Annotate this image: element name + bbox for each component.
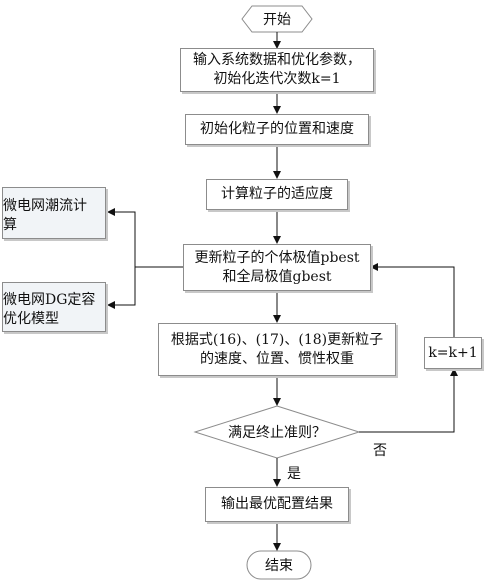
power-flow-line2: 算 bbox=[3, 217, 17, 233]
input-line1: 输入系统数据和优化参数， bbox=[193, 52, 361, 68]
no-branch-label: 否 bbox=[373, 443, 387, 459]
update-best-line2: 和全局极值gbest bbox=[222, 268, 332, 285]
output-box: 输出最优配置结果 bbox=[205, 487, 349, 522]
decision-label: 满足终止准则？ bbox=[228, 425, 326, 441]
update-velocity-box: 根据式(16)、(17)、(18)更新粒子 的速度、位置、惯性权重 bbox=[158, 323, 396, 376]
update-best-line1: 更新粒子的个体极值pbest bbox=[194, 249, 360, 266]
update-velocity-line2: 的速度、位置、惯性权重 bbox=[200, 350, 354, 367]
input-box: 输入系统数据和优化参数， 初始化迭代次数k=1 bbox=[180, 48, 374, 92]
fitness-box: 计算粒子的适应度 bbox=[206, 179, 348, 210]
fitness-label: 计算粒子的适应度 bbox=[221, 186, 333, 202]
end-terminal bbox=[246, 550, 312, 580]
power-flow-line1: 微电网潮流计 bbox=[3, 198, 87, 214]
increment-box: k=k+1 bbox=[424, 337, 482, 369]
dg-model-line2: 优化模型 bbox=[3, 311, 59, 327]
arrow-increment-to-update bbox=[370, 263, 455, 337]
init-particles-box: 初始化粒子的位置和速度 bbox=[185, 114, 369, 145]
output-label: 输出最优配置结果 bbox=[221, 496, 333, 512]
start-terminal bbox=[241, 5, 313, 33]
dg-model-line1: 微电网DG定容 bbox=[3, 292, 96, 308]
arrow-to-power-flow bbox=[107, 208, 136, 267]
update-best-box: 更新粒子的个体极值pbest 和全局极值gbest bbox=[183, 244, 371, 291]
increment-label: k=k+1 bbox=[428, 344, 478, 361]
power-flow-box: 微电网潮流计 算 bbox=[2, 187, 106, 239]
dg-model-box: 微电网DG定容 优化模型 bbox=[2, 282, 106, 332]
update-velocity-line1: 根据式(16)、(17)、(18)更新粒子 bbox=[170, 331, 384, 348]
yes-branch-label: 是 bbox=[287, 466, 301, 482]
input-line2: 初始化迭代次数k=1 bbox=[213, 71, 341, 87]
start-label: 开始 bbox=[263, 12, 291, 28]
arrow-decision-to-increment bbox=[359, 368, 458, 433]
arrow-to-dg-model bbox=[107, 267, 136, 309]
end-label: 结束 bbox=[265, 558, 293, 574]
init-particles-label: 初始化粒子的位置和速度 bbox=[200, 121, 354, 137]
